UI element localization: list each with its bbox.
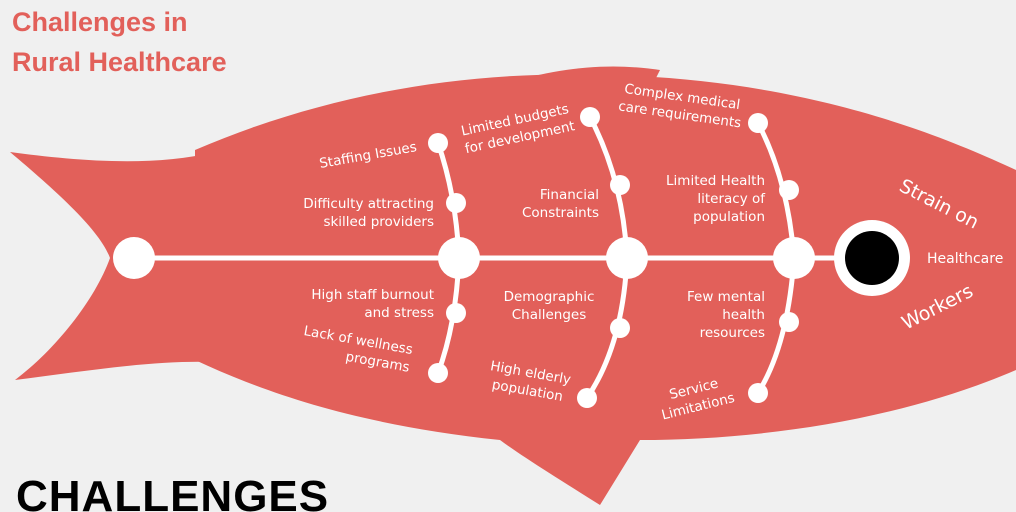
node-limited-health-literacy	[779, 180, 799, 200]
node-few-mental-health	[779, 312, 799, 332]
junction-node-3	[773, 237, 815, 279]
label-demographic-challenges: Demographic Challenges	[503, 289, 595, 323]
node-complex-medical	[748, 113, 768, 133]
head-word-healthcare: Healthcare	[927, 251, 1003, 267]
tail-node	[113, 237, 155, 279]
fish-tail	[10, 152, 215, 380]
fish-eye-pupil	[845, 231, 899, 285]
node-financial-constraints	[610, 175, 630, 195]
label-limited-health-literacy: Limited Health literacy of population	[666, 173, 765, 225]
junction-node-1	[438, 237, 480, 279]
label-difficulty-attracting: Difficulty attracting skilled providers	[303, 196, 434, 230]
label-high-staff-burnout: High staff burnout and stress	[311, 287, 434, 321]
node-demographic-challenges	[610, 318, 630, 338]
node-limited-budgets	[580, 107, 600, 127]
title-line-1: Challenges in	[12, 7, 188, 37]
node-lack-wellness	[428, 363, 448, 383]
label-few-mental-health: Few mental health resources	[687, 289, 765, 341]
bottom-heading: CHALLENGES	[16, 472, 330, 512]
node-service-limitations	[748, 383, 768, 403]
junction-node-2	[606, 237, 648, 279]
node-high-elderly	[577, 388, 597, 408]
fish-body	[195, 74, 1016, 506]
title-line-2: Rural Healthcare	[12, 47, 227, 77]
top-fin	[430, 66, 660, 118]
node-high-staff-burnout	[446, 303, 466, 323]
node-staffing-issues	[428, 133, 448, 153]
page-title: Challenges in Rural Healthcare	[12, 2, 227, 82]
node-difficulty-attracting	[446, 193, 466, 213]
label-financial-constraints: Financial Constraints	[521, 187, 599, 221]
